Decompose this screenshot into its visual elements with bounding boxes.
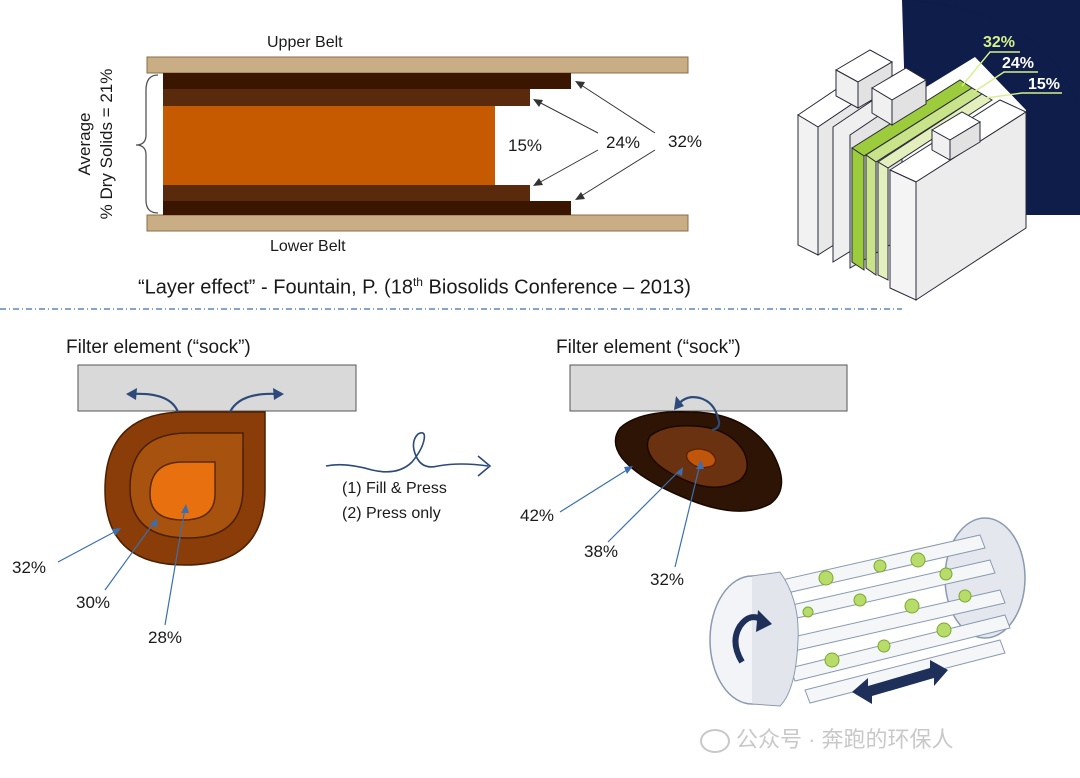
cube-label-24: 24% <box>1002 55 1035 72</box>
sock-before-core <box>149 461 216 521</box>
mid-layer-top <box>163 89 530 106</box>
sock-before-label-28: 28% <box>148 628 183 647</box>
average-brace <box>135 74 159 214</box>
outer-layer-top <box>163 73 571 89</box>
layer-label-24: 24% <box>606 133 641 152</box>
cage-rods <box>759 534 1011 704</box>
cake-particles <box>802 552 972 668</box>
caption-prefix: “Layer effect” - Fountain, P. (18 <box>138 276 413 299</box>
layer-label-32: 32% <box>668 132 703 151</box>
process-step-2: (2) Press only <box>342 505 441 522</box>
filter-element-left <box>77 364 357 412</box>
lower-belt-label: Lower Belt <box>270 238 346 255</box>
wechat-icon <box>700 729 730 754</box>
translation-arrow-icon <box>852 660 948 704</box>
cage-side <box>751 571 799 707</box>
sock-after-label-38: 38% <box>584 542 619 561</box>
watermark-text: 公众号 · 奔跑的环保人 <box>736 727 954 752</box>
sock-after-title: Filter element (“sock”) <box>556 337 741 358</box>
cake-slabs <box>797 49 1028 301</box>
core-layer <box>163 106 495 185</box>
layer-label-15: 15% <box>508 136 543 155</box>
outer-layer-bottom <box>163 201 571 215</box>
caption-superscript: th <box>412 275 423 289</box>
sock-after-core <box>686 448 717 469</box>
caption-suffix: Biosolids Conference – 2013) <box>422 276 691 299</box>
upper-belt-label: Upper Belt <box>267 34 343 51</box>
cube-panel-background <box>902 0 1080 215</box>
layer-effect-caption: “Layer effect” - Fountain, P. (18th Bios… <box>138 275 691 300</box>
sock-before-label-30: 30% <box>76 593 111 612</box>
sock-after-label-32: 32% <box>650 570 685 589</box>
cube-label-15: 15% <box>1028 76 1061 93</box>
process-step-1: (1) Fill & Press <box>342 480 447 497</box>
watermark: 公众号 · 奔跑的环保人 <box>700 722 954 754</box>
cube-label-32: 32% <box>983 34 1016 51</box>
layer-pointer-arrows <box>534 82 656 199</box>
mid-layer-bottom <box>163 185 530 201</box>
sock-after-label-42: 42% <box>520 506 555 525</box>
rotation-arrow-icon <box>732 614 764 664</box>
sock-before-label-32: 32% <box>12 558 47 577</box>
sock-before-title: Filter element (“sock”) <box>66 337 251 358</box>
